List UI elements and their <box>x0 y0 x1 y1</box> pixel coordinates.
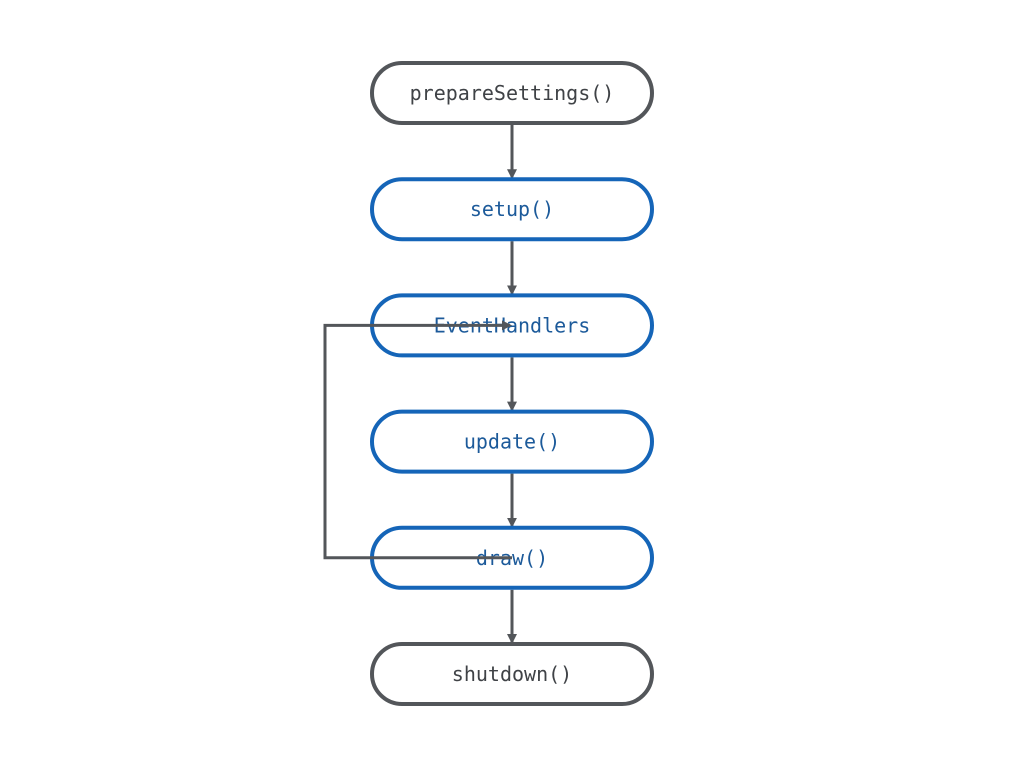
node-box-shutdown <box>370 642 654 706</box>
node-box-update <box>370 409 654 474</box>
node-label-update: update() <box>464 430 560 454</box>
node-shutdown: shutdown() <box>370 642 654 706</box>
loop-arrow-draw-to-event-handlers <box>323 320 512 560</box>
node-label-shutdown: shutdown() <box>452 662 572 686</box>
node-label-setup: setup() <box>470 197 554 221</box>
node-prepare-settings: prepareSettings() <box>370 61 654 125</box>
node-label-prepare-settings: prepareSettings() <box>410 81 615 105</box>
node-box-prepare-settings <box>370 61 654 125</box>
node-box-setup <box>370 177 654 242</box>
node-update: update() <box>370 409 654 474</box>
node-setup: setup() <box>370 177 654 242</box>
